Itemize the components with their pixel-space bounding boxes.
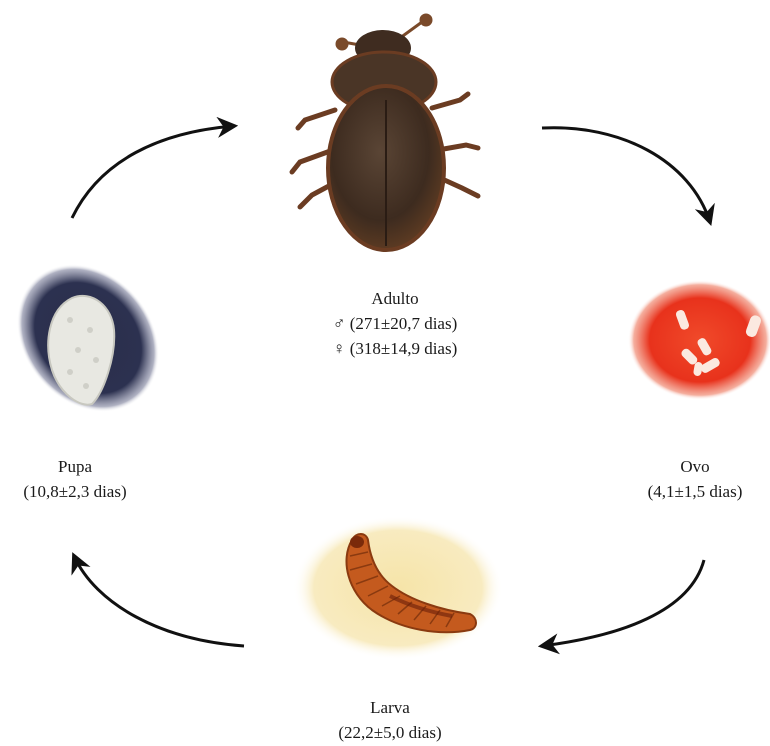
egg-duration: (4,1±1,5 dias)	[620, 479, 770, 504]
pupa-photo	[0, 236, 188, 441]
pupa-name: Pupa	[0, 454, 150, 479]
arrow-adult-to-egg-icon	[542, 128, 710, 222]
larva-name: Larva	[290, 695, 490, 720]
arrow-larva-to-pupa-icon	[74, 556, 244, 646]
pupa-label: Pupa (10,8±2,3 dias)	[0, 454, 150, 504]
beetle-photo	[292, 15, 478, 250]
adult-male-duration: ♂ (271±20,7 dias)	[285, 311, 505, 336]
larva-photo	[293, 516, 503, 660]
eggs-photo	[628, 280, 770, 400]
larva-label: Larva (22,2±5,0 dias)	[290, 695, 490, 745]
pupa-duration: (10,8±2,3 dias)	[0, 479, 150, 504]
adult-female-duration: ♀ (318±14,9 dias)	[285, 336, 505, 361]
adult-label: Adulto ♂ (271±20,7 dias) ♀ (318±14,9 dia…	[285, 286, 505, 361]
arrow-pupa-to-adult-icon	[72, 126, 234, 218]
egg-name: Ovo	[620, 454, 770, 479]
egg-label: Ovo (4,1±1,5 dias)	[620, 454, 770, 504]
arrow-egg-to-larva-icon	[542, 560, 704, 646]
larva-duration: (22,2±5,0 dias)	[290, 720, 490, 745]
adult-name: Adulto	[285, 286, 505, 311]
